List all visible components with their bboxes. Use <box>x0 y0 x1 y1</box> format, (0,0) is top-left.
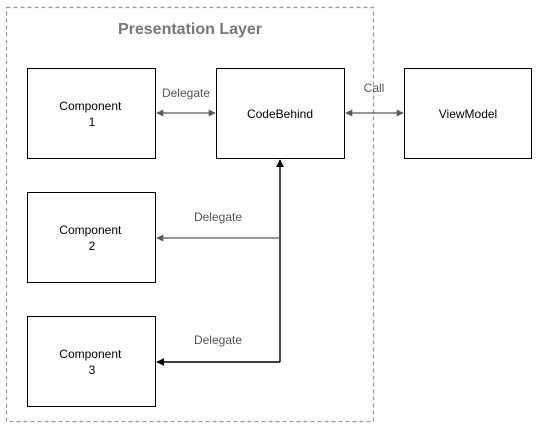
component-1-label-line1: Component <box>59 99 122 113</box>
edge-codebehind-component3-label: Delegate <box>194 333 242 347</box>
edge-codebehind-viewmodel-label: Call <box>364 81 385 95</box>
component-3-label-line2: 3 <box>89 363 96 377</box>
edge-component1-codebehind-label: Delegate <box>162 86 210 100</box>
viewmodel-node[interactable]: ViewModel <box>404 68 532 159</box>
component-2-node[interactable]: Component 2 <box>27 192 156 283</box>
component-1-label: Component 1 <box>59 99 124 129</box>
presentation-layer-group <box>5 6 375 423</box>
component-1-box <box>27 68 156 159</box>
component-1-node[interactable]: Component 1 <box>27 68 156 159</box>
component-2-label-line2: 2 <box>89 239 96 253</box>
codebehind-node[interactable]: CodeBehind <box>216 68 345 159</box>
component-2-label: Component 2 <box>59 223 124 253</box>
viewmodel-label: ViewModel <box>439 107 497 121</box>
codebehind-label: CodeBehind <box>247 107 313 121</box>
presentation-layer-title: Presentation Layer <box>118 21 262 38</box>
component-1-label-line2: 1 <box>89 115 96 129</box>
component-3-label: Component 3 <box>59 347 124 377</box>
component-3-label-line1: Component <box>59 347 122 361</box>
viewmodel-box <box>404 68 532 159</box>
component-2-box <box>27 192 156 283</box>
component-3-box <box>27 316 156 407</box>
component-2-label-line1: Component <box>59 223 122 237</box>
codebehind-box <box>216 68 345 159</box>
edge-codebehind-component2-label: Delegate <box>194 210 242 224</box>
component-3-node[interactable]: Component 3 <box>27 316 156 407</box>
